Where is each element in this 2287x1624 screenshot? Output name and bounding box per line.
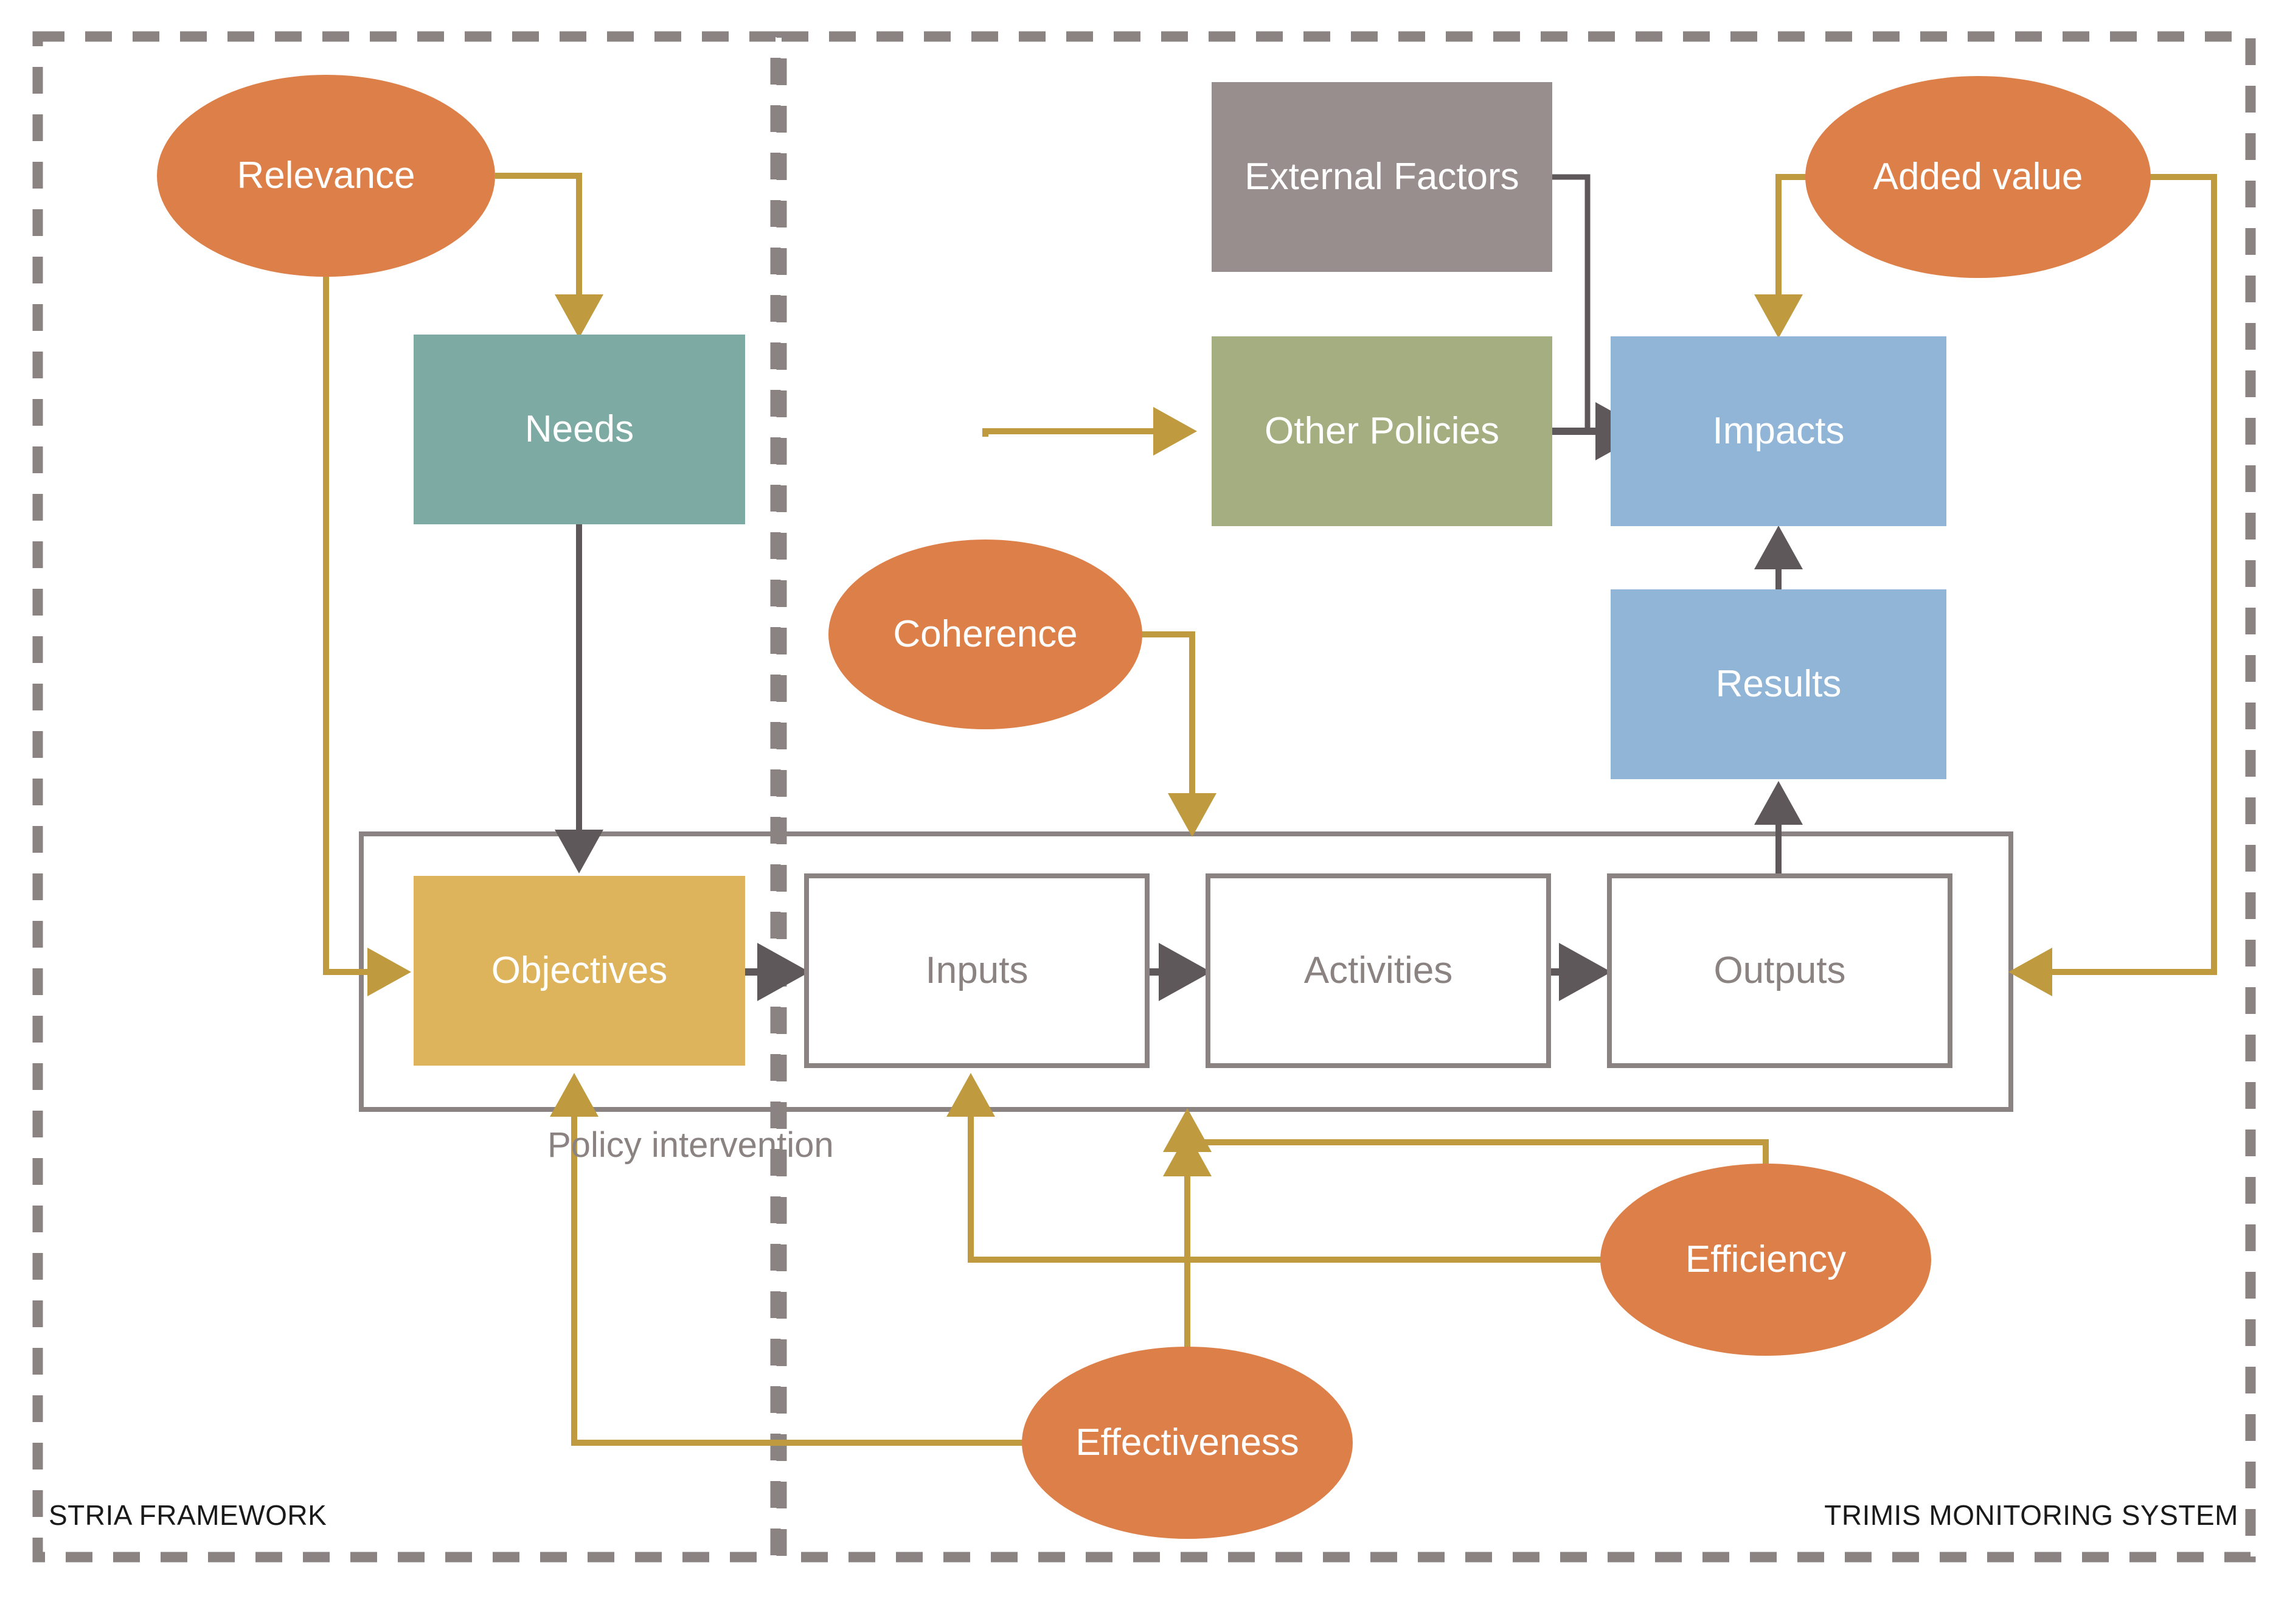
node-results[interactable] <box>1611 589 1946 779</box>
node-coherence[interactable] <box>828 540 1142 729</box>
edge-efficiency-to-inputs <box>946 1072 1601 1263</box>
node-external-factors[interactable] <box>1212 82 1552 272</box>
node-outputs[interactable] <box>1607 873 1952 1068</box>
edge-coherence-to-other-policies <box>982 407 1198 456</box>
node-other-policies[interactable] <box>1212 336 1552 526</box>
node-relevance[interactable] <box>157 75 495 277</box>
node-efficiency[interactable] <box>1600 1164 1931 1356</box>
edge-relevance-to-objectives <box>323 196 412 996</box>
node-activities[interactable] <box>1206 873 1551 1068</box>
panel-trimis-monitoring-system <box>776 31 2256 1563</box>
edge-coherence-to-policy-intervention <box>1141 631 1216 838</box>
edge-effectiveness-to-objectives <box>550 1072 1026 1446</box>
node-effectiveness[interactable] <box>1022 1347 1353 1539</box>
node-inputs[interactable] <box>804 873 1150 1068</box>
edge-relevance-to-needs <box>495 173 603 339</box>
node-needs[interactable] <box>414 335 745 524</box>
edge-added-value-to-policy-intervention <box>2008 174 2217 996</box>
panel-stria-framework <box>32 31 781 1563</box>
node-objectives[interactable] <box>414 876 745 1066</box>
node-added-value[interactable] <box>1805 76 2151 278</box>
node-impacts[interactable] <box>1611 336 1946 526</box>
